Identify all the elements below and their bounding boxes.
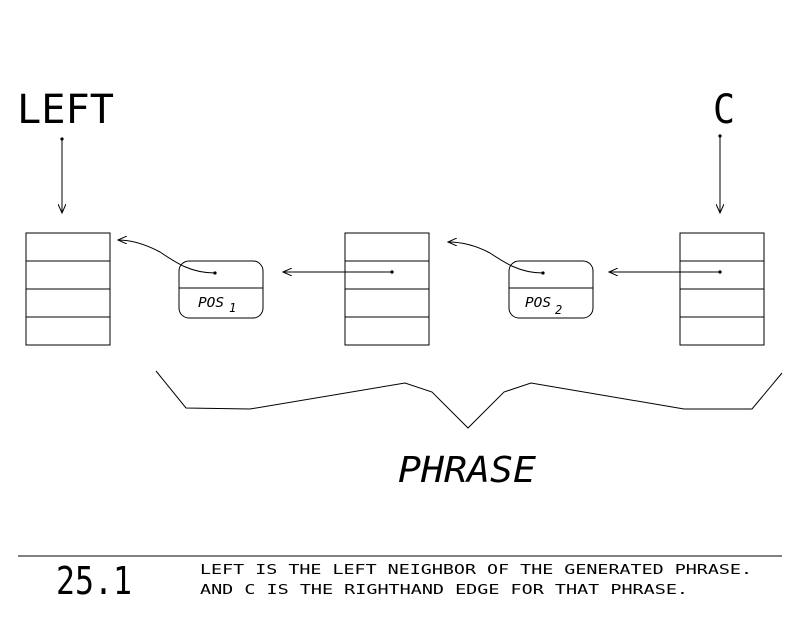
c-node-box [679,232,765,346]
pos2-subscript: 2 [555,303,562,317]
pos2-to-middle-arrow [448,242,544,274]
phrase-label: PHRASE [398,450,536,491]
left-label: LEFT [17,87,114,133]
middle-node-box [344,232,430,346]
left-pointer-arrow [60,137,63,213]
pos1-label: POS [198,296,224,311]
pos2-box [508,260,594,319]
pos1-box [178,260,264,319]
pos1-subscript: 1 [229,301,236,315]
c-pointer-arrow [718,134,721,213]
caption-line-2: AND C IS THE RIGHTHAND EDGE FOR THAT PHR… [200,583,688,598]
caption-line-1: LEFT IS THE LEFT NEIGHBOR OF THE GENERAT… [200,563,752,578]
figure-number: 25.1 [56,559,132,603]
pos1-to-left-arrow [118,240,216,274]
c-label: C [713,87,735,133]
left-node-box [25,232,111,346]
phrase-brace [155,370,783,429]
pos2-label: POS [525,296,551,311]
